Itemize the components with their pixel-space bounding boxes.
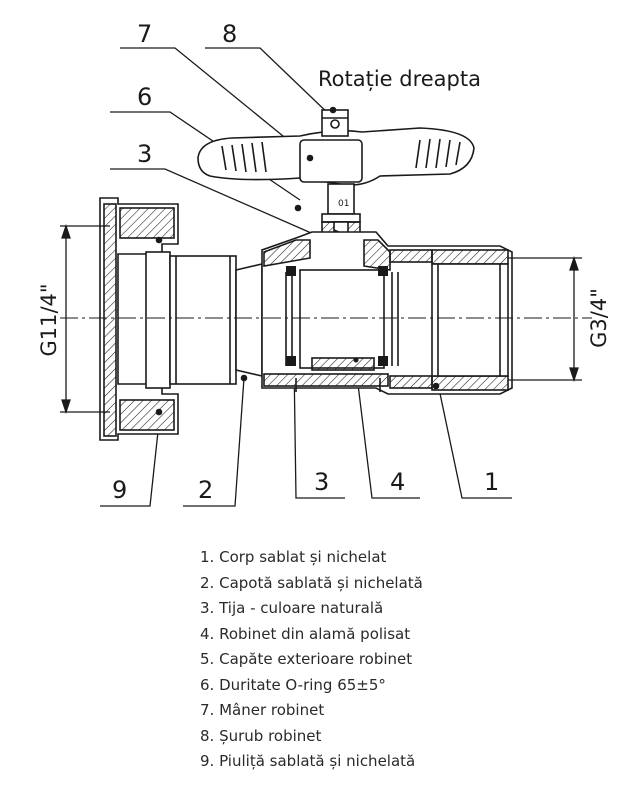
legend-text: Capotă sablată și nichelată bbox=[219, 573, 423, 592]
legend-number: 3. bbox=[200, 599, 215, 617]
parts-legend: 1. Corp sablat și nichelat 2. Capotă sab… bbox=[200, 545, 423, 775]
legend-item: 5. Capăte exterioare robinet bbox=[200, 647, 423, 673]
legend-item: 9. Piuliță sablată și nichelată bbox=[200, 749, 423, 775]
callout-9: 9 bbox=[100, 412, 161, 507]
union-nut bbox=[99, 197, 179, 441]
callout-8-number: 8 bbox=[222, 20, 237, 48]
legend-text: Tija - culoare naturală bbox=[219, 599, 384, 617]
legend-item: 8. Șurub robinet bbox=[200, 724, 423, 750]
callout-1-number: 1 bbox=[484, 468, 499, 496]
dimension-left bbox=[60, 223, 110, 415]
callout-9-number: 9 bbox=[112, 476, 127, 504]
dimension-left-label: G11/4" bbox=[37, 283, 61, 356]
callout-3-top: 3 bbox=[110, 140, 319, 237]
legend-text: Duritate O-ring 65±5° bbox=[219, 675, 386, 694]
legend-number: 2. bbox=[200, 573, 215, 592]
callout-2: 2 bbox=[183, 377, 245, 507]
legend-text: Șurub robinet bbox=[219, 726, 322, 745]
seal-rings bbox=[286, 266, 388, 366]
callout-3-top-number: 3 bbox=[137, 140, 152, 168]
valve-handle bbox=[197, 127, 475, 186]
legend-number: 4. bbox=[200, 624, 215, 643]
callout-1: 1 bbox=[437, 383, 512, 499]
valve-ball bbox=[285, 269, 399, 371]
callout-3-bottom: 3 bbox=[293, 361, 345, 499]
legend-item: 1. Corp sablat și nichelat bbox=[200, 545, 423, 571]
legend-text: Piuliță sablată și nichelată bbox=[219, 752, 416, 770]
callout-8: 8 bbox=[205, 20, 334, 119]
legend-text: Robinet din alamă polisat bbox=[219, 624, 411, 643]
legend-text: Capăte exterioare robinet bbox=[219, 650, 413, 668]
tailpiece bbox=[145, 251, 263, 389]
callout-6-number: 6 bbox=[137, 83, 152, 111]
callout-7: 7 bbox=[120, 20, 311, 159]
legend-number: 8. bbox=[200, 726, 215, 745]
callout-7-number: 7 bbox=[137, 20, 152, 48]
legend-number: 5. bbox=[200, 650, 215, 668]
callout-4-number: 4 bbox=[390, 468, 405, 496]
legend-number: 6. bbox=[200, 675, 215, 694]
legend-item: 3. Tija - culoare naturală bbox=[200, 596, 423, 622]
dimension-right bbox=[508, 255, 582, 383]
legend-text: Mâner robinet bbox=[219, 701, 325, 719]
legend-item: 4. Robinet din alamă polisat bbox=[200, 622, 423, 648]
callout-2-number: 2 bbox=[198, 476, 213, 504]
legend-number: 9. bbox=[200, 752, 215, 770]
legend-item: 2. Capotă sablată și nichelată bbox=[200, 571, 423, 597]
rotation-label: Rotație dreapta bbox=[318, 67, 481, 91]
legend-text: Corp sablat și nichelat bbox=[219, 548, 387, 566]
callout-4: 4 bbox=[354, 359, 420, 499]
legend-item: 7. Mâner robinet bbox=[200, 698, 423, 724]
callout-3-bottom-number: 3 bbox=[314, 468, 329, 496]
dimension-right-label: G3/4" bbox=[587, 288, 611, 348]
handle-screw bbox=[321, 106, 349, 137]
legend-number: 7. bbox=[200, 701, 215, 719]
stem-marking: 01 bbox=[338, 199, 349, 209]
legend-number: 1. bbox=[200, 548, 215, 566]
legend-item: 6. Duritate O-ring 65±5° bbox=[200, 673, 423, 699]
valve-cross-section-drawing: 7 8 6 3 9 2 3 4 1 Rotație dreapta bbox=[37, 20, 611, 507]
